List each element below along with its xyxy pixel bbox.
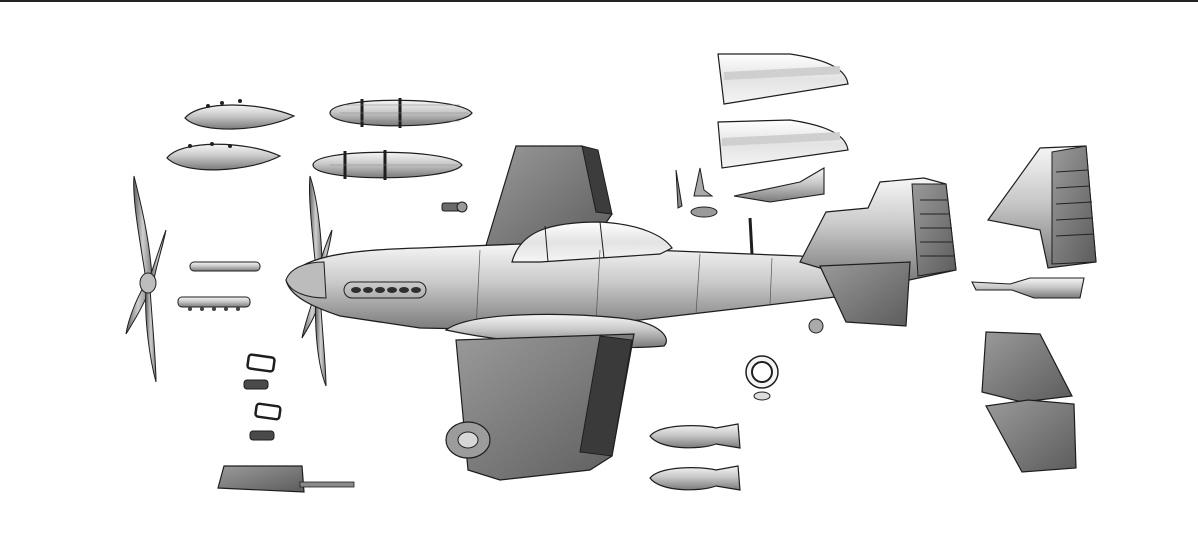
exhaust-stack-1 [189,261,261,272]
elevator-lower-part [985,399,1077,473]
drop-tank-left-lower [166,142,282,171]
canopy-glass-lower [717,119,849,169]
small-frame-parts [243,353,282,441]
radiator-intake-part [217,465,355,493]
drop-tank-ribbed-lower [312,150,463,180]
bomb-upper [649,423,741,449]
top-border-line [0,0,1198,2]
canopy-frame-part [733,167,825,203]
aircraft-fuselage [285,145,957,481]
drop-tank-ribbed-upper [329,98,473,128]
bomb-lower [649,465,741,491]
propeller-spare [125,175,167,383]
antenna-mast-parts [675,167,718,218]
vertical-fin-part [986,145,1097,269]
exhaust-stack-2 [177,296,251,311]
canopy-glass-upper [717,53,849,105]
wheel-hub-part [745,355,779,401]
gun-sight-part [441,201,468,213]
elevator-upper-part [981,331,1073,403]
drop-tank-left-upper [184,99,296,130]
stabilizer-spar-part [971,277,1085,299]
propeller-main [301,175,333,387]
